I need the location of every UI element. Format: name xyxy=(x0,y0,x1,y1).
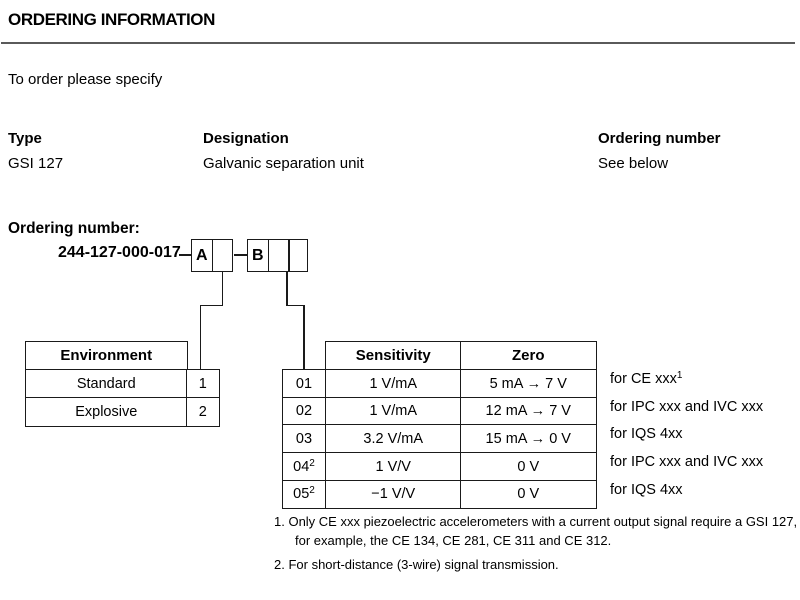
connector-a-vertical-1 xyxy=(221,271,223,306)
option-row-sensitivity: −1 V/V xyxy=(325,479,462,509)
slot-group-a: A xyxy=(191,239,233,272)
designation-value: Galvanic separation unit xyxy=(203,155,364,172)
slot-group-b-divider-2 xyxy=(288,240,290,271)
environment-row-code: 1 xyxy=(186,369,220,399)
base-number: 244-127-000-017 xyxy=(58,244,181,261)
option-row-code: 042 xyxy=(281,452,327,482)
environment-row-code: 2 xyxy=(186,397,220,427)
option-row-zero: 0 V xyxy=(460,479,597,509)
designation-header: Designation xyxy=(203,130,289,147)
option-row-sensitivity: 3.2 V/mA xyxy=(325,424,462,454)
option-row-sensitivity: 1 V/V xyxy=(325,452,462,482)
option-row-label: for CE xxx1 xyxy=(610,370,683,388)
ordering-number-header: Ordering number xyxy=(598,130,721,147)
slot-group-b: B xyxy=(247,239,308,272)
footnote-1-line-1: 1. Only CE xxx piezoelectric acceleromet… xyxy=(274,514,798,529)
type-header: Type xyxy=(8,130,42,147)
environment-header-cell: Environment xyxy=(25,341,188,371)
option-row-zero: 0 V xyxy=(460,452,597,482)
option-row-label: for IPC xxx and IVC xxx xyxy=(610,454,764,470)
option-row-zero: 15 mA → 0 V xyxy=(460,424,597,454)
intro-text: To order please specify xyxy=(8,71,163,88)
option-row-code: 052 xyxy=(281,479,327,509)
slot-groups-dash xyxy=(234,254,247,256)
type-value: GSI 127 xyxy=(8,155,64,172)
zero-header-cell: Zero xyxy=(460,341,597,371)
option-row-label: for IPC xxx and IVC xxx xyxy=(610,399,764,415)
connector-b-vertical-1 xyxy=(286,271,288,306)
title-rule xyxy=(1,42,795,44)
base-number-dash xyxy=(179,254,191,256)
connector-b-vertical-2 xyxy=(303,304,305,371)
option-row-zero: 12 mA → 7 V xyxy=(460,396,597,426)
slot-group-a-divider xyxy=(211,240,213,271)
page-title: ORDERING INFORMATION xyxy=(8,10,216,29)
slot-a-label: A xyxy=(195,246,208,264)
slot-group-b-divider-1 xyxy=(267,240,269,271)
ordering-number-value: See below xyxy=(598,155,669,172)
option-row-code: 01 xyxy=(281,369,327,399)
option-row-label: for IQS 4xx xyxy=(610,482,683,498)
connector-a-horizontal xyxy=(199,304,223,306)
option-row-label: for IQS 4xx xyxy=(610,426,683,442)
footnote-2: 2. For short-distance (3-wire) signal tr… xyxy=(274,557,559,572)
connector-b-horizontal xyxy=(286,304,305,306)
option-row-code: 02 xyxy=(281,396,327,426)
footnote-1-line-2: for example, the CE 134, CE 281, CE 311 … xyxy=(295,533,612,548)
option-row-sensitivity: 1 V/mA xyxy=(325,369,462,399)
slot-b-label: B xyxy=(251,246,264,264)
ordering-number-label: Ordering number: xyxy=(8,220,140,237)
environment-row-name: Explosive xyxy=(25,397,188,427)
sensitivity-header-cell: Sensitivity xyxy=(325,341,462,371)
option-row-zero: 5 mA → 7 V xyxy=(460,369,597,399)
option-row-code: 03 xyxy=(281,424,327,454)
option-row-sensitivity: 1 V/mA xyxy=(325,396,462,426)
environment-row-name: Standard xyxy=(25,369,188,399)
connector-a-vertical-2 xyxy=(199,304,201,371)
